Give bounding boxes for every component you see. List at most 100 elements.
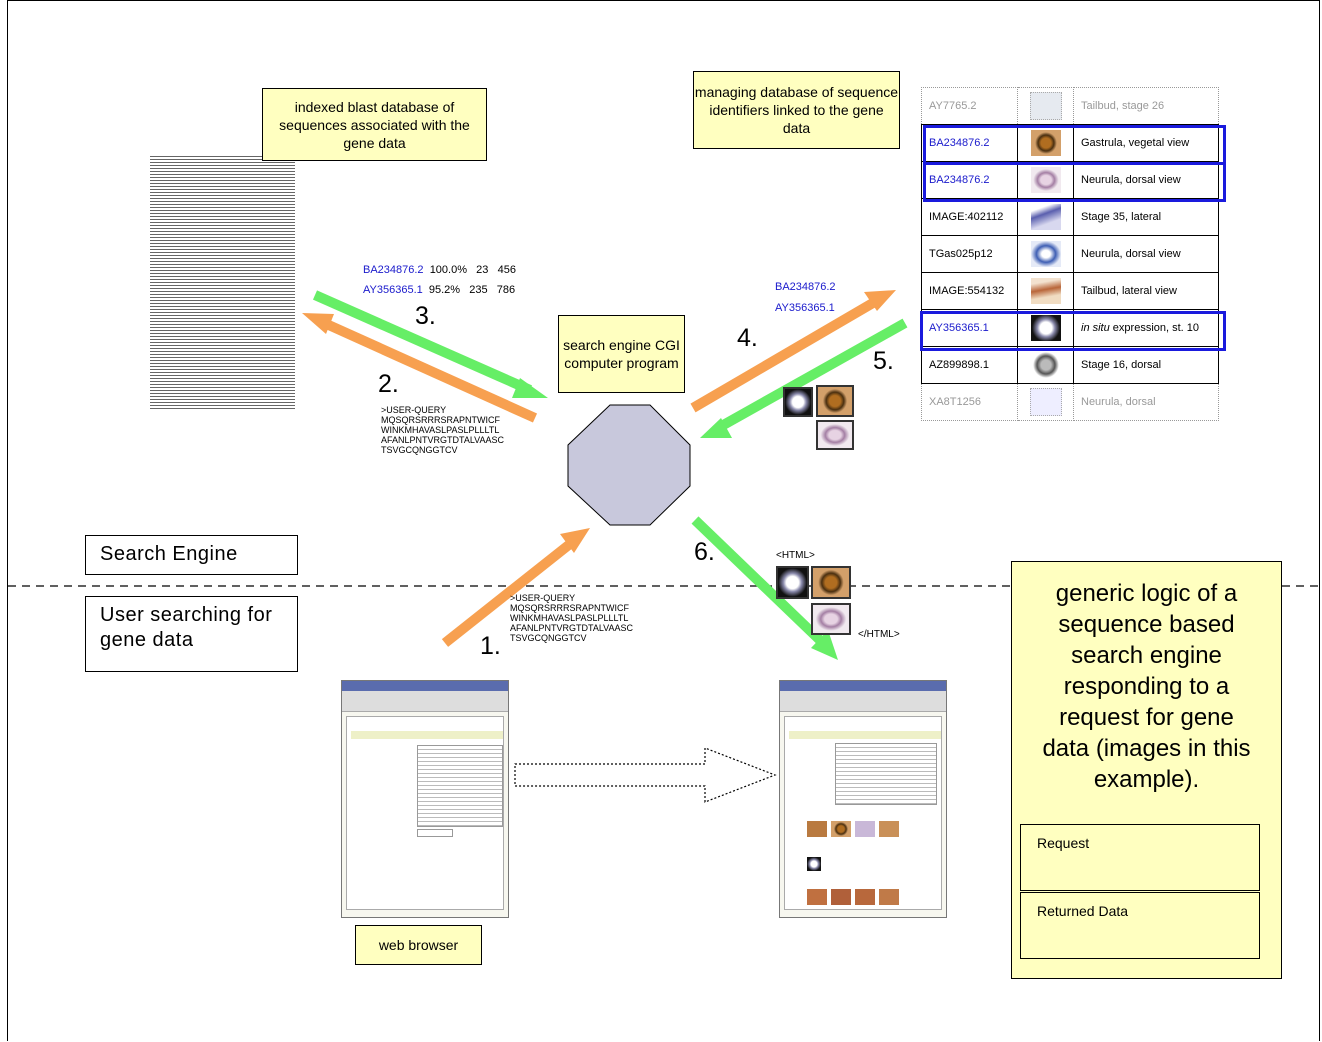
table-cell-image	[1017, 235, 1074, 273]
table-cell-desc: Gastrula, vegetal view	[1073, 124, 1219, 162]
query-line: MQSQRSRRRSRAPNTWICF	[510, 603, 629, 613]
table-cell-desc: Tailbud, stage 26	[1073, 87, 1219, 125]
query-line: WINKMHAVASLPASLPLLLTL	[381, 425, 500, 435]
returned-image-neurula	[816, 420, 854, 450]
blast-result-pct: 95.2%	[428, 284, 461, 296]
query-sequence-step-2: >USER-QUERY MQSQRSRRRSRAPNTWICF WINKMHAV…	[381, 405, 504, 455]
table-cell-desc: in situ expression, st. 10	[1073, 309, 1219, 347]
table-cell-desc: Neurula, dorsal view	[1073, 161, 1219, 199]
table-cell-id: IMAGE:554132	[921, 272, 1018, 310]
html-close-tag: </HTML>	[858, 629, 900, 640]
html-image-in-situ	[776, 566, 809, 599]
table-cell-id: AZ899898.1	[921, 346, 1018, 384]
blast-result-id: BA234876.2	[363, 264, 424, 276]
blast-result-row: BA234876.2 100.0% 23 456	[363, 264, 516, 276]
blast-result-id: AY356365.1	[363, 284, 423, 296]
highlight-row-in-situ	[920, 311, 1226, 351]
table-cell-image	[1017, 346, 1074, 384]
blast-database-text	[150, 155, 295, 410]
browser-titlebar	[780, 681, 946, 691]
query-line: >USER-QUERY	[510, 593, 576, 603]
blast-result-b: 456	[497, 264, 516, 276]
step-4-id: AY356365.1	[775, 302, 835, 314]
browser-titlebar	[342, 681, 508, 691]
arrow-step-4	[690, 295, 881, 413]
legend-returned-label: Returned Data	[1037, 903, 1129, 919]
table-cell-id: XA8T1256	[921, 383, 1018, 421]
zone-label-user: User searching for gene data	[85, 596, 298, 672]
html-open-tag: <HTML>	[776, 550, 815, 561]
gene-data-table: AY7765.2 Tailbud, stage 26 BA234876.2 Ga…	[921, 87, 1219, 421]
html-image-gastrula	[811, 566, 851, 599]
table-cell-image	[1017, 272, 1074, 310]
browser-page	[346, 716, 504, 910]
blast-result-a: 23	[476, 264, 489, 276]
legend-box: generic logic of a sequence based search…	[1011, 561, 1282, 979]
step-6-label: 6.	[694, 538, 715, 566]
table-cell-image	[1017, 87, 1074, 125]
query-line: AFANLPNTVRGTDTALVAASC	[381, 435, 505, 445]
table-row: TGas025p12 Neurula, dorsal view	[921, 235, 1219, 273]
table-cell-image	[1017, 161, 1074, 199]
legend-request-label: Request	[1037, 835, 1090, 851]
step-4-id: BA234876.2	[775, 281, 836, 293]
returned-image-gastrula	[816, 385, 854, 417]
query-line: TSVGCQNGGTCV	[381, 445, 458, 455]
query-line: WINKMHAVASLPASLPLLLTL	[510, 613, 629, 623]
table-cell-id: AY7765.2	[921, 87, 1018, 125]
query-line: >USER-QUERY	[381, 405, 447, 415]
table-cell-id: BA234876.2	[921, 124, 1018, 162]
browser-page	[784, 716, 942, 910]
query-sequence-step-1: >USER-QUERY MQSQRSRRRSRAPNTWICF WINKMHAV…	[510, 593, 633, 643]
diagram-frame	[7, 0, 1320, 1041]
table-cell-desc-em: in situ	[1081, 322, 1110, 334]
zone-upper-text: Search Engine	[100, 543, 238, 565]
query-line: AFANLPNTVRGTDTALVAASC	[510, 623, 634, 633]
browser-menubar	[342, 691, 508, 712]
table-cell-id: TGas025p12	[921, 235, 1018, 273]
highlight-row-neurula	[923, 162, 1226, 202]
blast-result-pct: 100.0%	[429, 264, 467, 276]
step-2-label: 2.	[378, 370, 399, 398]
returned-image-in-situ	[783, 387, 813, 417]
browser-screenshot-query	[341, 680, 509, 918]
arrow-step-3-head	[512, 378, 548, 398]
blast-result-row: AY356365.1 95.2% 235 786	[363, 284, 515, 296]
table-row: IMAGE:554132 Tailbud, lateral view	[921, 272, 1219, 310]
table-cell-desc: Stage 35, lateral	[1073, 198, 1219, 236]
step-4-label: 4.	[737, 324, 758, 352]
html-image-neurula	[811, 603, 851, 635]
arrow-step-1	[441, 536, 579, 647]
step-5-label: 5.	[873, 347, 894, 375]
table-cell-id: BA234876.2	[921, 161, 1018, 199]
arrow-step-5-head	[700, 418, 732, 438]
arrow-step-4-head	[864, 290, 896, 311]
highlight-row-gastrula	[923, 125, 1226, 165]
legend-returned: Returned Data	[1020, 892, 1260, 959]
arrow-step-5	[715, 318, 908, 433]
arrow-step-1-head	[560, 528, 590, 553]
step-1-label: 1.	[480, 632, 501, 660]
table-cell-image	[1017, 383, 1074, 421]
note-web-browser: web browser	[355, 925, 482, 965]
arrow-step-6	[691, 516, 829, 649]
browser-menubar	[780, 691, 946, 712]
table-row: AY356365.1 in situ expression, st. 10	[921, 309, 1219, 347]
arrow-step-3	[312, 290, 533, 395]
note-blast-database: indexed blast database of sequences asso…	[262, 88, 487, 161]
arrow-step-2-head	[302, 313, 334, 334]
table-row: BA234876.2 Gastrula, vegetal view	[921, 124, 1219, 162]
blast-result-a: 235	[469, 284, 488, 296]
search-engine-octagon	[567, 404, 691, 526]
note-cgi-program: search engine CGI computer program	[558, 315, 685, 393]
blast-result-b: 786	[496, 284, 516, 296]
legend-description: generic logic of a sequence based search…	[1042, 580, 1251, 793]
arrow-step-2	[319, 317, 538, 423]
browser-transition-arrow	[514, 747, 777, 803]
table-cell-desc: Neurula, dorsal view	[1073, 235, 1219, 273]
table-cell-image	[1017, 198, 1074, 236]
arrow-step-6-head	[811, 630, 838, 660]
query-line: MQSQRSRRRSRAPNTWICF	[381, 415, 500, 425]
browser-screenshot-results	[779, 680, 947, 918]
table-cell-desc: Stage 16, dorsal	[1073, 346, 1219, 384]
